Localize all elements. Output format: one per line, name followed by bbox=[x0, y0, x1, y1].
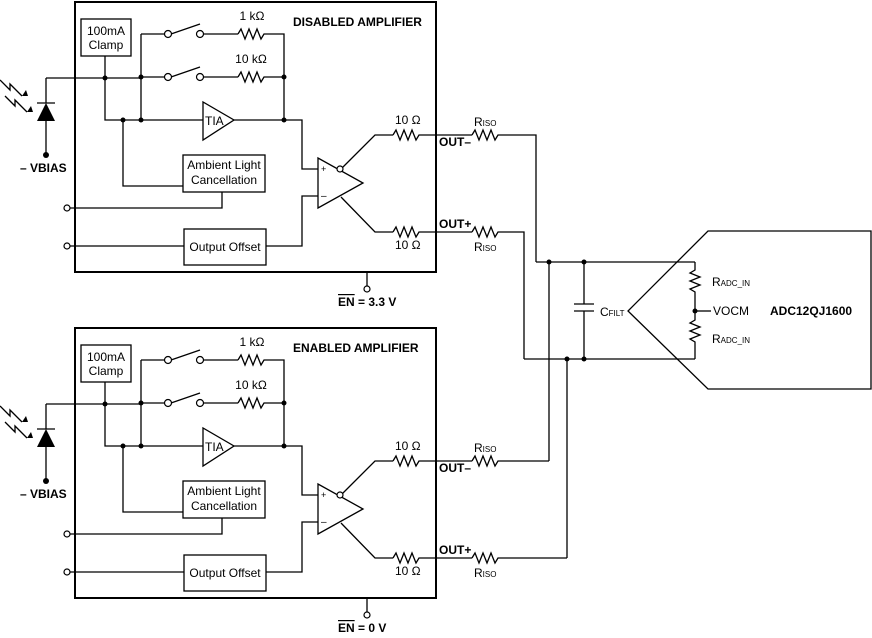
clamp-box bbox=[80, 18, 132, 57]
radc-top-label: RADC_IN bbox=[712, 275, 750, 289]
enable-pin[interactable] bbox=[363, 285, 371, 293]
offset-input-pin bbox=[63, 242, 71, 250]
clamp-box bbox=[80, 344, 132, 383]
r-1k-label: 1 kΩ bbox=[240, 335, 265, 349]
radc-bottom-label: RADC_IN bbox=[712, 332, 750, 346]
r-10k-label: 10 kΩ bbox=[235, 378, 267, 392]
adc-name: ADC12QJ1600 bbox=[770, 304, 852, 318]
amplifier-frame bbox=[74, 327, 437, 599]
enable-pin[interactable] bbox=[363, 611, 371, 619]
riso-top-label: RISO bbox=[474, 115, 496, 129]
tia-amplifier bbox=[202, 100, 236, 142]
amplifier-block-1: ENABLED AMPLIFIER 100mA Clamp – VBIAS 1 … bbox=[0, 327, 567, 635]
ambient-light-cancellation-box bbox=[182, 480, 266, 519]
radc-resistors bbox=[688, 262, 702, 359]
riso-top-label: RISO bbox=[474, 441, 496, 455]
output-offset-box bbox=[183, 554, 267, 592]
cfilt-label: CFILT bbox=[600, 305, 625, 319]
svg-text:Output Offset: Output Offset bbox=[189, 240, 261, 254]
amplifier-title: ENABLED AMPLIFIER bbox=[293, 341, 419, 355]
feedback-wiring bbox=[70, 23, 318, 247]
r-10k-label: 10 kΩ bbox=[235, 52, 267, 66]
svg-text:TIA: TIA bbox=[205, 440, 224, 454]
amplifier-title: DISABLED AMPLIFIER bbox=[293, 15, 422, 29]
switch-1k bbox=[163, 355, 173, 365]
adc-section: CFILT RADC_IN RADC_IN VOCM ADC12QJ1600 bbox=[524, 230, 872, 558]
output-offset-box bbox=[183, 228, 267, 266]
svg-text:100mA: 100mA bbox=[87, 24, 125, 38]
feedback-wiring bbox=[70, 349, 318, 573]
svg-text:Ambient Light: Ambient Light bbox=[187, 158, 261, 172]
svg-text:Cancellation: Cancellation bbox=[191, 499, 257, 513]
svg-text:+: + bbox=[321, 164, 326, 174]
svg-text:–: – bbox=[321, 517, 327, 528]
svg-text:Cancellation: Cancellation bbox=[191, 173, 257, 187]
photodiode-icon bbox=[0, 382, 203, 484]
svg-text:Clamp: Clamp bbox=[89, 38, 124, 52]
vbias-label: – VBIAS bbox=[20, 487, 67, 501]
adc-outline bbox=[627, 230, 872, 390]
r-out-top-label: 10 Ω bbox=[395, 439, 421, 453]
r-out-bottom-label: 10 Ω bbox=[395, 564, 421, 578]
bus-wires bbox=[524, 261, 695, 558]
output-wiring bbox=[340, 128, 537, 359]
amplifier-frame bbox=[74, 1, 437, 273]
offset-input-pin bbox=[63, 568, 71, 576]
svg-text:+: + bbox=[321, 490, 326, 500]
out-plus-label: OUT+ bbox=[439, 543, 471, 557]
switch-1k bbox=[163, 29, 173, 39]
amplifier-block-0: DISABLED AMPLIFIER 100mA Clamp – VBIAS 1… bbox=[0, 1, 537, 359]
enable-label: EN = 3.3 V bbox=[338, 295, 396, 309]
ambient-light-cancellation-box bbox=[182, 154, 266, 193]
svg-text:100mA: 100mA bbox=[87, 350, 125, 364]
cfilt-capacitor bbox=[574, 262, 594, 359]
output-wiring bbox=[340, 454, 567, 565]
svg-text:–: – bbox=[321, 191, 327, 202]
ambient-input-pin bbox=[63, 530, 71, 538]
svg-text:Ambient Light: Ambient Light bbox=[187, 484, 261, 498]
svg-text:Clamp: Clamp bbox=[89, 364, 124, 378]
riso-bottom-label: RISO bbox=[474, 566, 496, 580]
tia-amplifier bbox=[202, 426, 236, 468]
r-out-bottom-label: 10 Ω bbox=[395, 238, 421, 252]
switch-10k bbox=[163, 398, 173, 408]
svg-text:Output Offset: Output Offset bbox=[189, 566, 261, 580]
enable-label: EN = 0 V bbox=[338, 621, 386, 635]
out-minus-label: OUT– bbox=[439, 461, 471, 475]
vbias-label: – VBIAS bbox=[20, 161, 67, 175]
out-plus-label: OUT+ bbox=[439, 217, 471, 231]
r-1k-label: 1 kΩ bbox=[240, 9, 265, 23]
vocm-label: VOCM bbox=[713, 304, 749, 318]
switch-10k bbox=[163, 72, 173, 82]
r-out-top-label: 10 Ω bbox=[395, 113, 421, 127]
svg-text:TIA: TIA bbox=[205, 114, 224, 128]
out-minus-label: OUT– bbox=[439, 135, 471, 149]
photodiode-icon bbox=[0, 56, 203, 158]
ambient-input-pin bbox=[63, 204, 71, 212]
riso-bottom-label: RISO bbox=[474, 240, 496, 254]
